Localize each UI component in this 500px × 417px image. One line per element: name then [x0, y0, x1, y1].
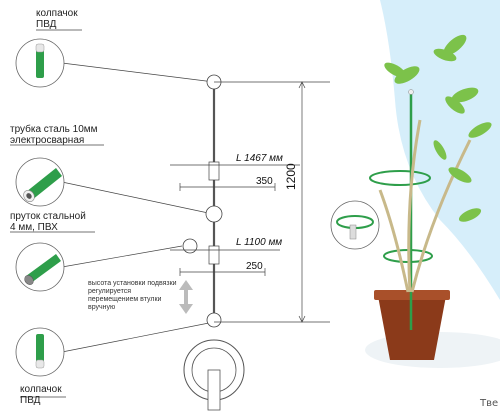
- upper-clamp: [208, 161, 220, 181]
- label-cap-bottom: колпачок ПВД: [20, 384, 62, 406]
- lower-clamp: [208, 245, 220, 265]
- dimension-lines: [170, 81, 330, 323]
- ring-top-view: [183, 339, 245, 411]
- lower-ring-length-label: L 1100 мм: [236, 237, 283, 248]
- adjustment-note: высота установки подвязки регулируется п…: [88, 280, 177, 311]
- label-tube-line2: электросварная: [10, 135, 85, 146]
- label-cap-top-line2: ПВД: [36, 19, 57, 30]
- upper-ring-length-label: L 1467 мм: [236, 153, 283, 164]
- label-cap-bottom-line1: колпачок: [20, 384, 62, 395]
- pole-bottom-cap: [206, 312, 222, 328]
- label-rod-line1: пруток стальной: [10, 211, 86, 222]
- part-circle-cap-bottom: [15, 327, 65, 377]
- upper-ring-diameter-label: 350: [256, 176, 273, 187]
- label-cap-top-line1: колпачок: [36, 8, 78, 19]
- lower-ring-diameter-label: 250: [246, 261, 263, 272]
- part-circle-cap-top: [15, 38, 65, 88]
- label-underlines: [10, 29, 104, 398]
- label-rod: пруток стальной 4 мм, ПВХ: [10, 211, 86, 233]
- plant-stems: [378, 119, 472, 293]
- label-rod-line2: 4 мм, ПВХ: [10, 222, 58, 233]
- height-label: 1200: [284, 163, 298, 190]
- plant-ring-upper: [369, 170, 431, 186]
- part-circle-rod: [15, 242, 65, 292]
- label-cap-top: колпачок ПВД: [36, 8, 78, 30]
- plant-leaves: [384, 34, 492, 222]
- brand-text: Тве: [480, 398, 499, 409]
- adjust-arrow-icon: [179, 280, 193, 314]
- clamp-inset: [330, 200, 380, 250]
- rod-marker: [182, 238, 198, 254]
- label-tube: трубка сталь 10мм электросварная: [10, 124, 98, 146]
- plant-illustration: [369, 34, 492, 360]
- label-cap-bottom-line2: ПВД: [20, 395, 41, 406]
- leader-lines: [61, 62, 215, 353]
- tube-joint-marker: [205, 205, 223, 223]
- label-tube-line1: трубка сталь 10мм: [10, 124, 98, 135]
- part-circle-tube: [15, 157, 65, 207]
- stake-top-cap: [408, 89, 414, 95]
